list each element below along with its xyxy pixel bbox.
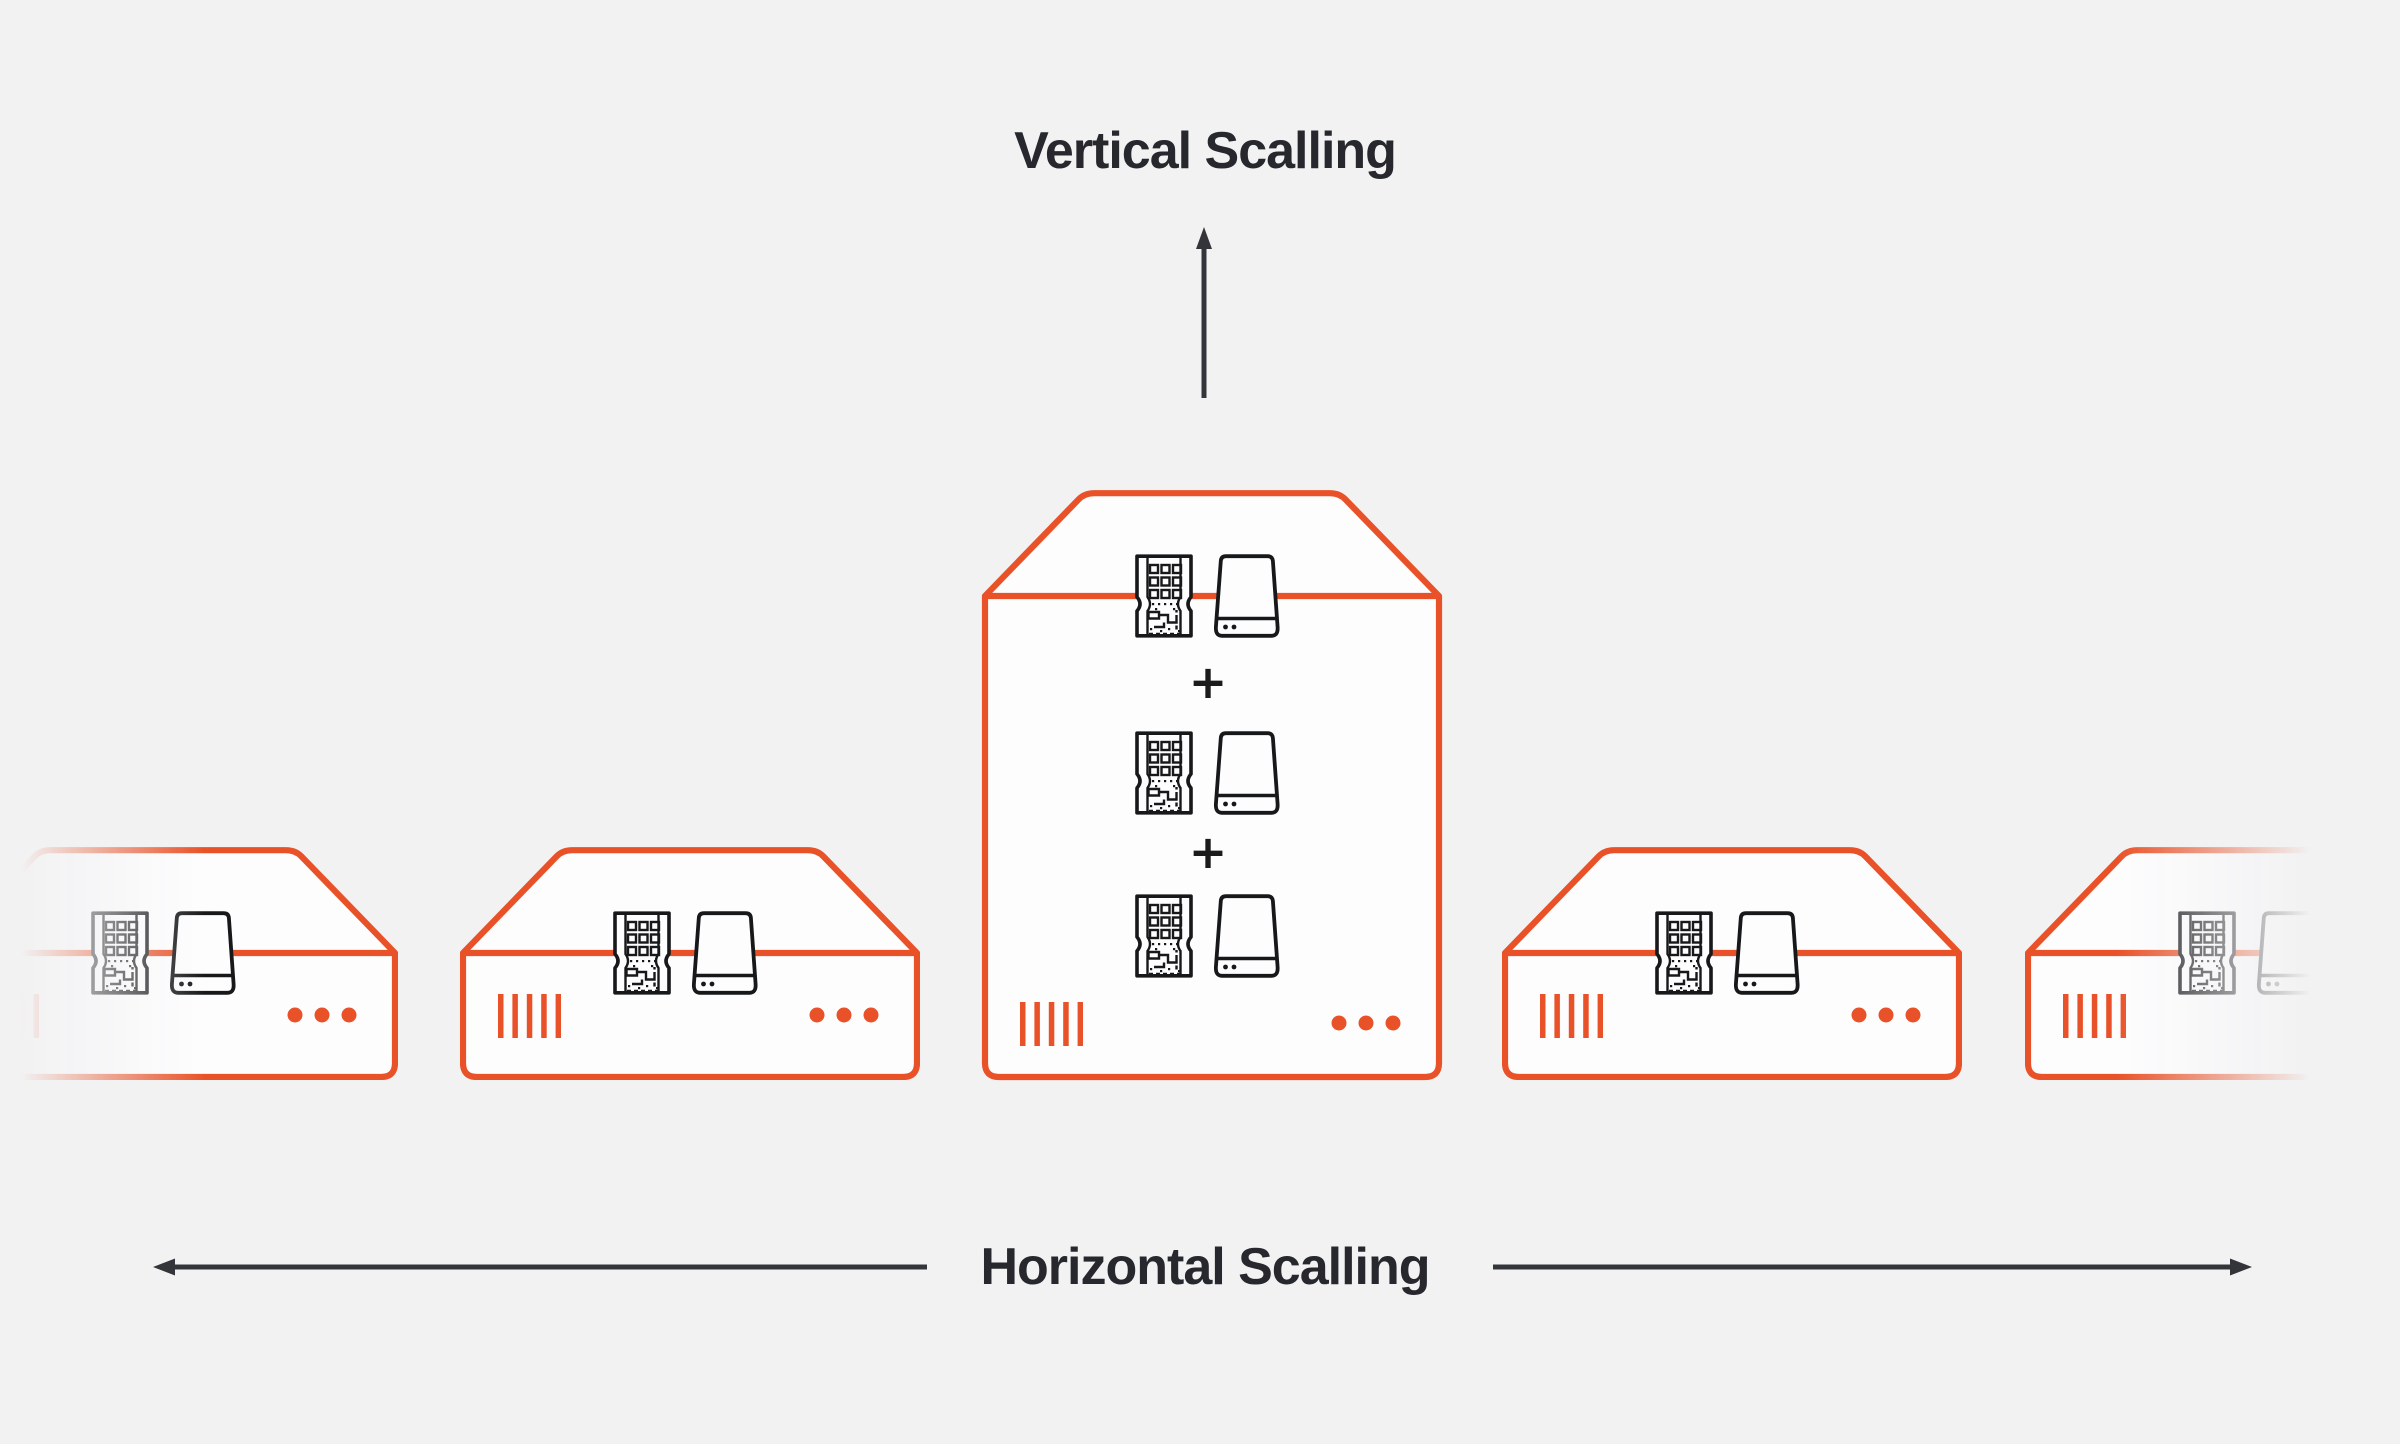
hard-drive-icon xyxy=(2256,911,2323,995)
status-dots xyxy=(1331,1015,1401,1031)
ram-chip-icon xyxy=(91,911,149,995)
ram-chip-icon xyxy=(1135,554,1193,638)
hard-drive-icon xyxy=(1733,911,1800,995)
status-dots xyxy=(287,1007,357,1023)
hard-drive-icon xyxy=(1213,731,1280,815)
horizontal-arrow-right-icon xyxy=(1493,1258,2252,1276)
vertical-arrow-icon xyxy=(1196,227,1212,398)
hard-drive-icon xyxy=(169,911,236,995)
vertical-scaling-label: Vertical Scalling xyxy=(1014,122,1397,180)
server-box-center-tall: + + xyxy=(981,490,1443,1081)
ram-chip-icon xyxy=(1655,911,1713,995)
server-box-right xyxy=(1502,844,1962,1080)
plus-sign: + xyxy=(1189,825,1228,879)
horizontal-scaling-label: Horizontal Scalling xyxy=(980,1238,1430,1296)
server-shell xyxy=(981,490,1443,1081)
ram-chip-icon xyxy=(613,911,671,995)
plus-sign: + xyxy=(1189,655,1228,709)
ram-chip-icon xyxy=(1135,731,1193,815)
server-box-ghost-left xyxy=(0,844,398,1080)
status-dots xyxy=(809,1007,879,1023)
hard-drive-icon xyxy=(1213,554,1280,638)
ram-chip-icon xyxy=(1135,894,1193,978)
server-box-left xyxy=(460,844,920,1080)
status-dots xyxy=(1851,1007,1921,1023)
hard-drive-icon xyxy=(1213,894,1280,978)
ram-chip-icon xyxy=(2178,911,2236,995)
server-box-ghost-right xyxy=(2025,844,2400,1080)
horizontal-arrow-left-icon xyxy=(153,1258,927,1276)
hard-drive-icon xyxy=(691,911,758,995)
